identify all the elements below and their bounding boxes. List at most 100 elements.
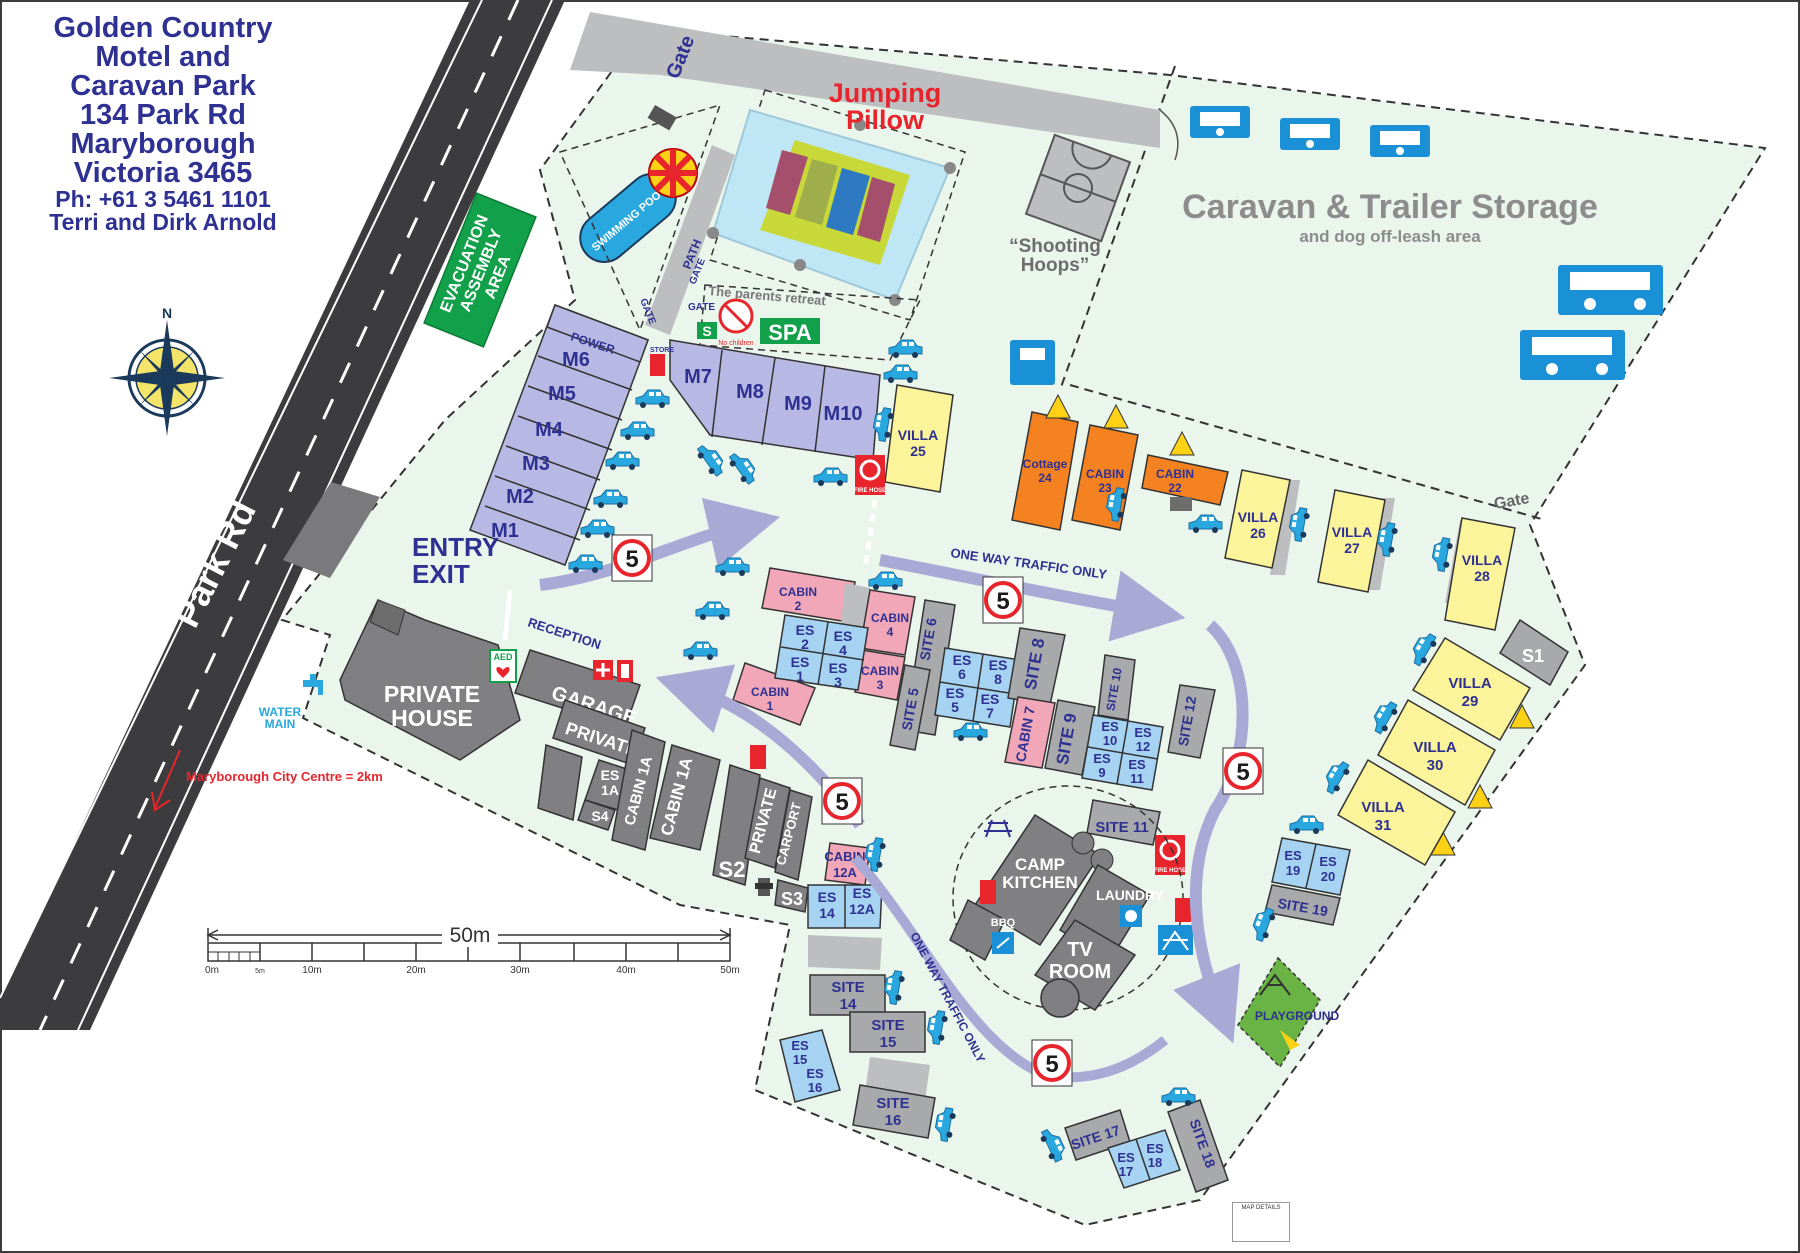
svg-text:ES: ES [989, 657, 1008, 673]
spa-s-label: S [702, 323, 711, 339]
svg-text:ES: ES [1146, 1141, 1164, 1156]
svg-text:PLAYGROUND: PLAYGROUND [1255, 1009, 1340, 1023]
villa-29 [1411, 636, 1532, 742]
svg-text:15: 15 [793, 1052, 807, 1067]
svg-text:12A: 12A [849, 901, 875, 917]
svg-text:ROOM: ROOM [1049, 961, 1111, 983]
basketball-court [1024, 133, 1132, 243]
villa-25 [884, 384, 954, 493]
svg-text:5: 5 [996, 588, 1009, 615]
svg-text:ES: ES [1117, 1150, 1135, 1165]
store-label: STORE [650, 347, 674, 354]
header-line: Maryborough [70, 128, 256, 160]
svg-text:CABIN: CABIN [871, 611, 909, 625]
park-boundary [280, 28, 1767, 1227]
unit-m5: M5 [548, 383, 576, 405]
svg-text:S4: S4 [591, 808, 608, 824]
svg-text:ES: ES [1134, 725, 1152, 740]
svg-text:SITE: SITE [831, 979, 864, 996]
fire-extinguisher-icon [750, 745, 766, 769]
svg-text:1: 1 [767, 699, 774, 713]
one-way-arrow-east [1173, 620, 1249, 1044]
svg-text:19: 19 [1286, 863, 1300, 878]
unit-m10: M10 [824, 403, 863, 425]
header-phone: Ph: +61 3 5461 1101 [55, 186, 271, 212]
svg-text:18: 18 [1148, 1155, 1162, 1170]
header-line: Victoria 3465 [73, 157, 253, 189]
site-5 [889, 664, 931, 751]
park-road [0, 0, 565, 1030]
cottage-24 [1011, 411, 1079, 531]
svg-text:SITE 5: SITE 5 [898, 686, 921, 731]
scale-bar-title: 50m [450, 924, 491, 947]
storage-title: Caravan & Trailer Storage [1182, 188, 1598, 226]
carport [774, 789, 813, 881]
svg-text:CAMP: CAMP [1015, 855, 1065, 874]
ensuite-15-16 [779, 1029, 841, 1103]
svg-text:25: 25 [910, 443, 926, 459]
header-line: Caravan Park [70, 70, 256, 102]
svg-text:CABIN: CABIN [779, 585, 817, 599]
svg-text:16: 16 [885, 1112, 902, 1129]
villa-31 [1336, 758, 1457, 867]
svg-text:SITE: SITE [876, 1095, 909, 1112]
unit-m2: M2 [506, 486, 534, 508]
speed-limit-sign: 5 [821, 777, 863, 825]
svg-text:VILLA: VILLA [1448, 675, 1491, 692]
svg-text:26: 26 [1250, 525, 1266, 541]
scale-tick: 50m [720, 965, 739, 976]
one-way-arrow-south [851, 854, 1169, 1083]
speed-limit-sign: 5 [982, 576, 1024, 624]
fire-hose-icon-kitchen: FIRE HOSE [1154, 835, 1186, 875]
svg-text:28: 28 [1474, 568, 1490, 584]
site-19 [1264, 884, 1341, 926]
svg-text:4: 4 [839, 642, 847, 658]
scale-tick: 10m [302, 965, 321, 976]
site-16 [852, 1084, 936, 1139]
svg-text:ES: ES [1319, 854, 1337, 869]
svg-text:30: 30 [1427, 757, 1444, 774]
hoops-line2: Hoops” [1020, 255, 1090, 276]
unit-m7: M7 [684, 366, 712, 388]
motel-block-north [669, 339, 881, 461]
compass-rose-icon: N [109, 305, 225, 436]
svg-text:1A: 1A [601, 782, 619, 798]
svg-text:KITCHEN: KITCHEN [1002, 873, 1078, 892]
park-header: Golden Country Motel and Caravan Park 13… [18, 14, 308, 234]
svg-text:HOUSE: HOUSE [391, 705, 473, 731]
svg-text:ES: ES [1128, 757, 1146, 772]
gate-road [570, 12, 1160, 148]
svg-text:5: 5 [951, 699, 959, 715]
svg-text:5: 5 [625, 546, 638, 573]
svg-text:29: 29 [1462, 693, 1479, 710]
jumping-pillow-line2: Pillow [845, 105, 924, 135]
svg-text:VILLA: VILLA [898, 427, 938, 443]
unit-m4: M4 [535, 419, 564, 441]
cabin-22 [1141, 454, 1229, 506]
svg-text:31: 31 [1375, 817, 1392, 834]
svg-text:ES: ES [946, 685, 965, 701]
svg-text:8: 8 [994, 671, 1002, 687]
svg-text:27: 27 [1344, 540, 1360, 556]
svg-text:10: 10 [1103, 733, 1117, 748]
svg-text:ES: ES [834, 628, 853, 644]
svg-text:ES: ES [796, 622, 815, 638]
svg-text:11: 11 [1130, 771, 1144, 786]
header-owners: Terri and Dirk Arnold [49, 209, 277, 235]
site-10 [1097, 654, 1136, 721]
svg-text:CABIN: CABIN [751, 685, 789, 699]
svg-text:ES: ES [791, 654, 810, 670]
hoops-line1: “Shooting [1009, 236, 1101, 257]
svg-text:12A: 12A [833, 865, 857, 880]
villa-30 [1376, 698, 1497, 807]
compass-north: N [162, 305, 172, 321]
map-details-box: MAP DETAILS [1232, 1202, 1290, 1242]
svg-text:ES: ES [806, 1066, 824, 1081]
svg-text:S2: S2 [719, 857, 746, 882]
lpg-icon [1045, 393, 1535, 856]
svg-text:FIRE HOSE: FIRE HOSE [854, 488, 886, 494]
svg-text:2: 2 [795, 599, 802, 613]
svg-text:SITE 11: SITE 11 [1095, 819, 1148, 836]
svg-text:VILLA: VILLA [1361, 799, 1404, 816]
scale-tick: 0m [205, 965, 219, 976]
